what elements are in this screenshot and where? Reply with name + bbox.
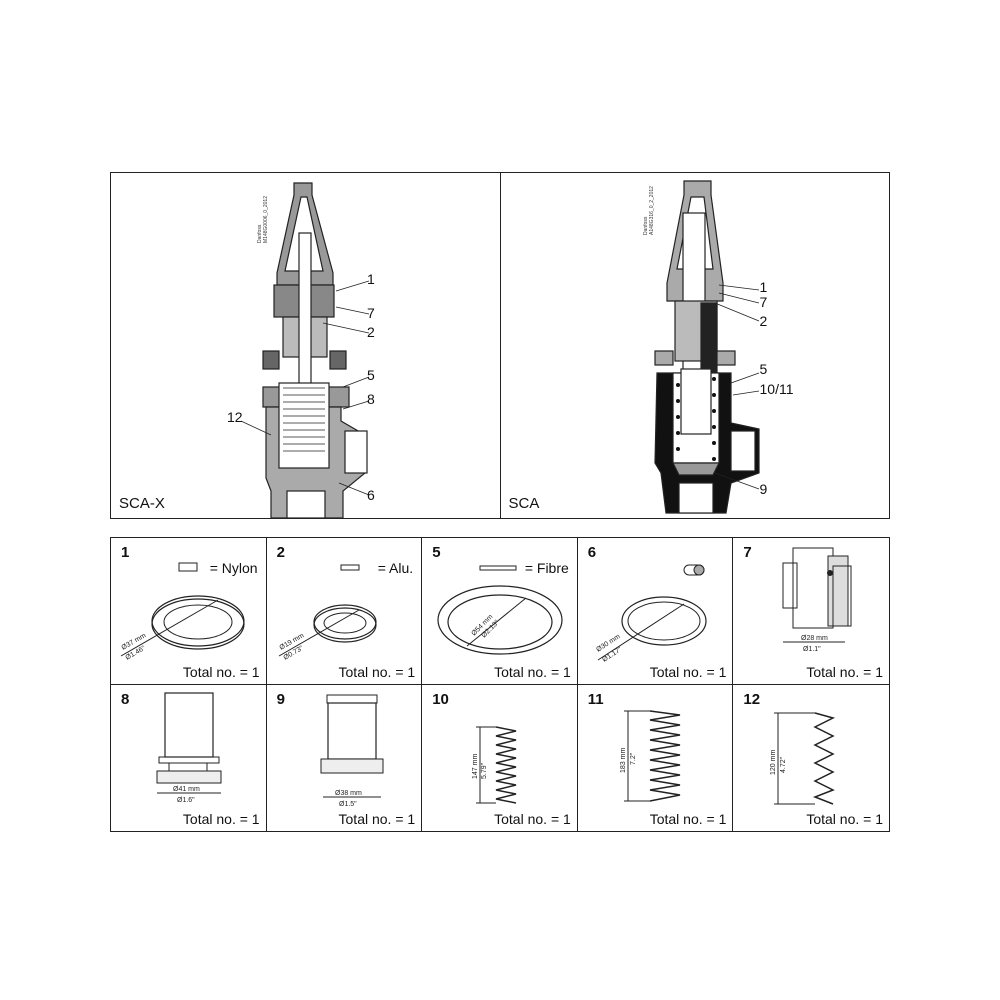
callout-1: 1 [759,279,768,295]
callout-5: 5 [759,361,768,377]
part-number: 9 [276,690,285,708]
part-number: 5 [432,544,441,561]
callout-8: 8 [367,391,375,407]
svg-text:Ø1.1": Ø1.1" [803,646,821,653]
part-10: 10 147 mm 5.79" Total no. = 1 [422,684,578,831]
total-count: Total no. = 1 [494,811,571,827]
sca-x-section-drawing [240,182,370,518]
insert-drawing: Ø41 mm Ø1.6" [156,691,222,804]
part-6: 6 Ø30 mm Ø1.17" Total no. = 1 [577,538,734,685]
part-number: 2 [276,544,285,561]
svg-text:7.2": 7.2" [630,752,637,765]
total-count: Total no. = 1 [338,663,416,680]
total-count: Total no. = 1 [806,663,883,680]
spring-11-drawing: 183 mm 7.2" [620,709,680,802]
callout-5: 5 [367,367,375,383]
svg-text:Ø1.5": Ø1.5" [339,801,357,808]
svg-text:120 mm: 120 mm [770,749,777,774]
alu-material-icon [340,564,360,571]
svg-text:Ø28 mm: Ø28 mm [801,635,828,642]
callout-10-11: 10/11 [759,381,794,397]
part-number: 8 [121,690,130,708]
callout-6: 6 [367,487,375,503]
callout-7: 7 [367,305,375,321]
callout-12: 12 [227,409,243,425]
panel-label: SCA-X [119,495,165,512]
spring-10-drawing: 147 mm 5.79" [472,725,517,804]
part-7: 7 Ø28 mm Ø1.1" Total no. = 1 [733,538,889,685]
part-number: 11 [587,690,604,708]
material-label: = Nylon [209,560,258,576]
part-8: 8 Ø41 mm Ø1.6" Total no. = 1 [111,684,267,831]
svg-text:147 mm: 147 mm [472,753,479,778]
total-count: Total no. = 1 [182,811,260,827]
material-label: = Fibre [524,560,569,576]
fibre-gasket-drawing: Ø54 mm Ø2.13" [437,565,563,655]
svg-text:Ø1.6": Ø1.6" [177,797,195,804]
part-2: 2 Ø19 mm Ø0.73" = Alu. Total no. = 1 [266,538,423,685]
part-1: 1 Ø37 mm Ø1.46" = Nylon Total no. = 1 [111,538,267,685]
part-number: 7 [743,544,752,561]
callout-2: 2 [367,324,375,340]
panel-label: SCA [508,495,540,512]
part-number: 1 [121,544,130,561]
svg-text:5.79": 5.79" [481,762,488,779]
fibre-material-icon [479,565,517,571]
total-count: Total no. = 1 [182,663,260,680]
svg-text:Ø41 mm: Ø41 mm [173,786,200,793]
callout-7: 7 [759,294,768,310]
callout-2: 2 [759,313,768,329]
total-count: Total no. = 1 [649,663,727,680]
nylon-material-icon [178,562,198,572]
part-11: 11 183 mm 7.2" Total no. = 1 [578,684,734,831]
total-count: Total no. = 1 [338,811,416,827]
svg-text:Ø38 mm: Ø38 mm [335,790,362,797]
part-number: 10 [432,690,449,708]
spare-parts-grid: 1 Ø37 mm Ø1.46" = Nylon Total no. = 1 2 … [110,537,890,832]
part-9: 9 Ø38 mm Ø1.5" Total no. = 1 [267,684,423,831]
total-count: Total no. = 1 [494,663,571,680]
o-ring-drawing: Ø30 mm Ø1.17" [595,564,707,664]
cone-drawing: Ø38 mm Ø1.5" [320,694,384,808]
material-label: = Alu. [377,560,414,576]
nylon-ring-drawing: Ø37 mm Ø1.46" [121,562,245,662]
svg-text:4.72": 4.72" [780,756,787,773]
part-number: 12 [743,690,761,708]
packing-gland-drawing: Ø28 mm Ø1.1" [782,547,852,653]
total-count: Total no. = 1 [649,811,727,827]
part-5: 5 Ø54 mm Ø2.13" = Fibre Total no. = 1 [422,538,578,685]
part-number: 6 [587,544,597,561]
part-12: 12 120 mm 4.72" Total no. = 1 [733,685,889,832]
callout-9: 9 [759,481,768,497]
callout-1: 1 [367,271,375,287]
sca-section-drawing [653,180,760,514]
total-count: Total no. = 1 [806,811,883,827]
alu-ring-drawing: Ø19 mm Ø0.73" [278,564,377,662]
spring-12-drawing: 120 mm 4.72" [770,711,836,805]
svg-text:183 mm: 183 mm [620,747,627,772]
